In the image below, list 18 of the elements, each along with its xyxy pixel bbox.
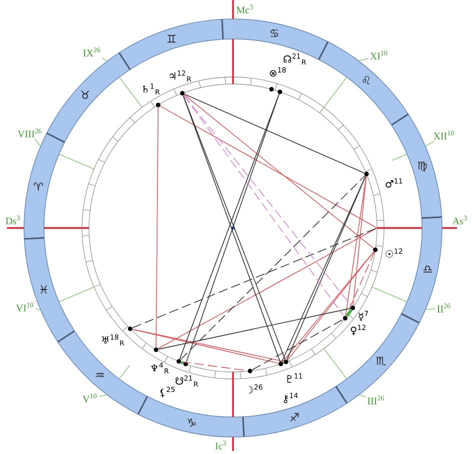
planet-glyph: ☽$^{26}$ [248, 384, 262, 394]
axis-label: Ds$^{3}$ [6, 216, 20, 224]
zodiac-sector: ♊ [118, 18, 224, 70]
house-cusp-line [372, 286, 436, 310]
house-label: XI$^{10}$ [370, 50, 388, 60]
house-label: V$^{10}$ [82, 394, 97, 402]
house-cusp-line [35, 286, 94, 310]
house-cusp-line [392, 140, 435, 161]
planet-glyph: ⚷$^{14}$ [284, 392, 298, 404]
planet-glyph: ☉$^{12}$ [386, 248, 402, 258]
house-cusp-line [34, 138, 94, 170]
axis-label: Ic$^{3}$ [215, 440, 226, 450]
planet-glyph: ⚸$^{25}$ [160, 386, 175, 398]
planet-glyph: ⊗$^{18}$ [270, 67, 286, 77]
house-label: III$^{26}$ [368, 396, 384, 404]
axis-label: As$^{3}$ [452, 216, 467, 224]
axis-label: Mc$^{3}$ [236, 4, 253, 14]
zodiac-sector: ♑ [137, 396, 245, 438]
